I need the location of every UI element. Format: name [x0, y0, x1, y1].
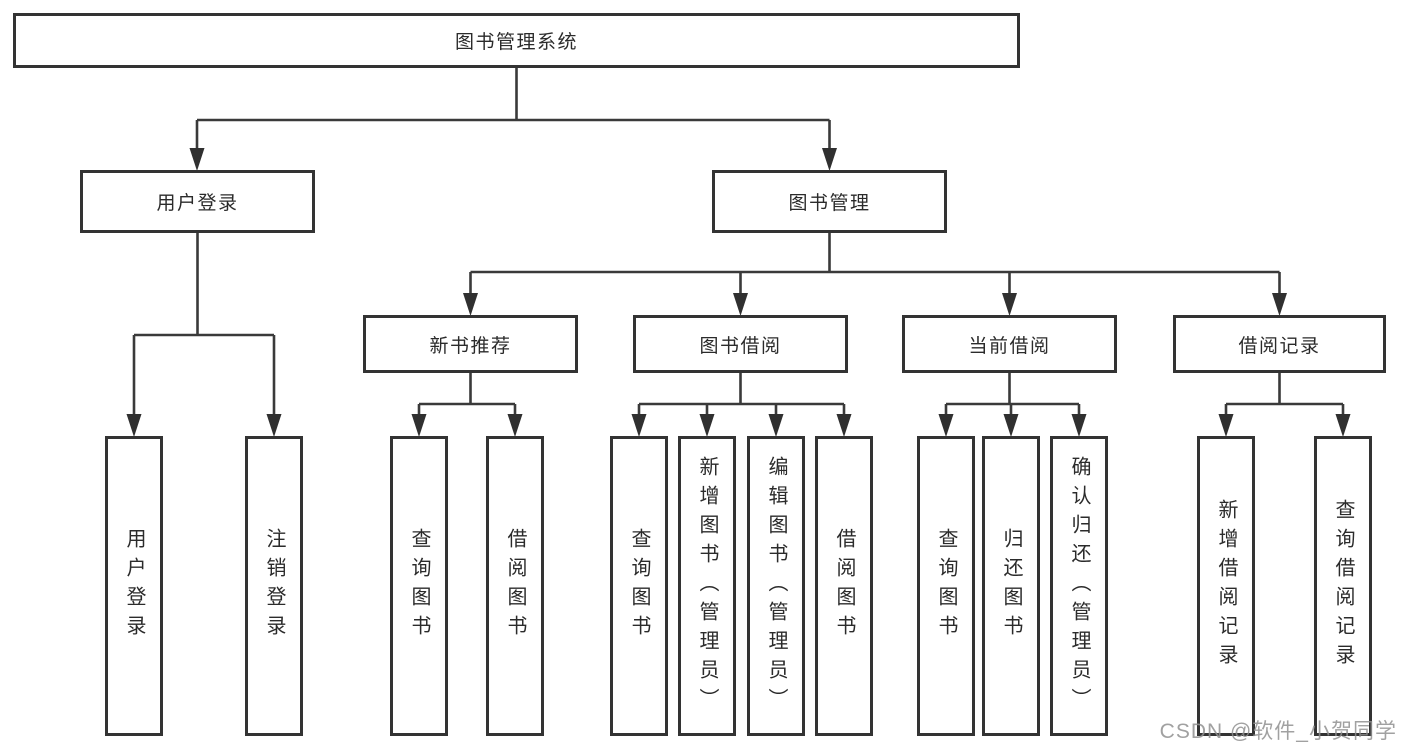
- arrowheads: [126, 148, 1351, 437]
- node-label: 借阅图书: [833, 528, 855, 644]
- leaf-edit-book-admin: 编辑图书（管理员）: [747, 436, 805, 736]
- node-book-management: 图书管理: [712, 170, 947, 233]
- csdn-watermark: CSDN @软件_小贺同学: [1159, 720, 1397, 743]
- node-label: 图书借阅: [699, 335, 782, 357]
- leaf-query-books-current: 查询图书: [917, 436, 975, 736]
- leaf-query-books-recommend: 查询图书: [390, 436, 448, 736]
- node-label: 确认归还（管理员）: [1068, 455, 1090, 717]
- connector-path: [132, 68, 1345, 414]
- node-label: 新增借阅记录: [1215, 499, 1237, 673]
- leaf-return-book: 归还图书: [982, 436, 1040, 736]
- node-current-borrowing: 当前借阅: [902, 315, 1117, 373]
- node-label: 图书管理: [788, 193, 871, 214]
- node-label: 查询图书: [628, 528, 650, 644]
- node-label: 借阅记录: [1238, 335, 1321, 357]
- leaf-borrow-books: 借阅图书: [815, 436, 873, 736]
- leaf-user-login: 用户登录: [105, 436, 163, 736]
- leaf-logout: 注销登录: [245, 436, 303, 736]
- leaf-confirm-return-admin: 确认归还（管理员）: [1050, 436, 1108, 736]
- node-label: 查询借阅记录: [1332, 499, 1354, 673]
- node-label: 新增图书（管理员）: [696, 455, 718, 717]
- node-label: 图书管理系统: [454, 32, 578, 53]
- leaf-add-book-admin: 新增图书（管理员）: [678, 436, 736, 736]
- node-label: 用户登录: [123, 528, 145, 644]
- node-label: 编辑图书（管理员）: [765, 455, 787, 717]
- node-label: 注销登录: [263, 528, 285, 644]
- node-user-login: 用户登录: [80, 170, 315, 233]
- node-book-borrowing: 图书借阅: [633, 315, 848, 373]
- node-borrowing-records: 借阅记录: [1173, 315, 1386, 373]
- leaf-borrow-books-recommend: 借阅图书: [486, 436, 544, 736]
- node-label: 归还图书: [1000, 528, 1022, 644]
- node-root-library-system: 图书管理系统: [13, 13, 1020, 68]
- node-label: 当前借阅: [968, 335, 1051, 357]
- node-label: 查询图书: [935, 528, 957, 644]
- node-label: 新书推荐: [429, 335, 512, 357]
- node-label: 查询图书: [408, 528, 430, 644]
- node-label: 用户登录: [156, 193, 239, 214]
- leaf-query-books-borrow: 查询图书: [610, 436, 668, 736]
- node-new-book-recommendation: 新书推荐: [363, 315, 578, 373]
- node-label: 借阅图书: [504, 528, 526, 644]
- leaf-query-borrow-record: 查询借阅记录: [1314, 436, 1372, 736]
- leaf-add-borrow-record: 新增借阅记录: [1197, 436, 1255, 736]
